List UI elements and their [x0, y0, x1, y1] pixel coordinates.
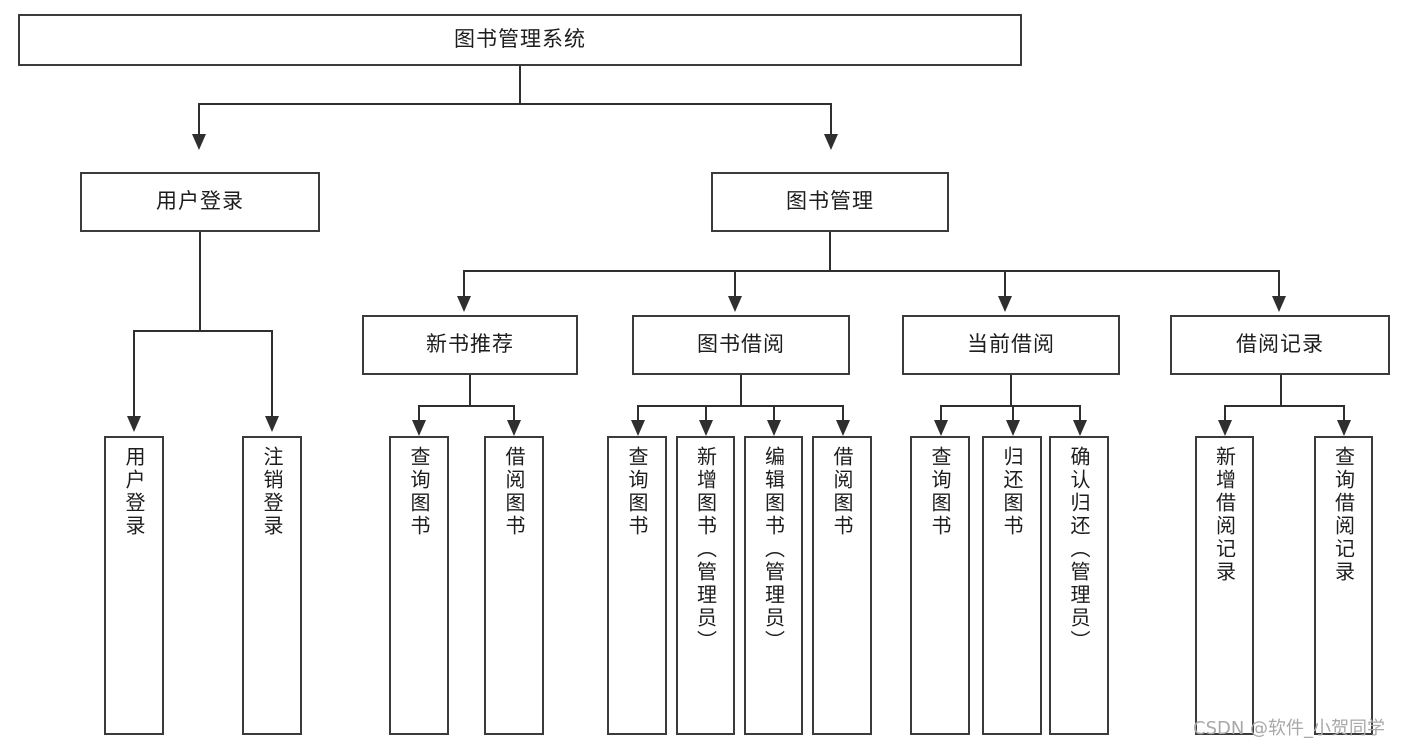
connector-new-book-bar [418, 405, 514, 407]
connector-user-login-bar [133, 330, 273, 332]
node-book-management[interactable]: 图书管理 [711, 172, 949, 232]
connector-level1-bar [198, 103, 832, 105]
leaf-book-borrow-add[interactable]: 新增图书（管理员） [676, 436, 735, 735]
node-label: 图书管理系统 [454, 27, 586, 52]
leaf-new-book-query[interactable]: 查询图书 [389, 436, 449, 735]
leaf-user-login[interactable]: 用户登录 [104, 436, 164, 735]
connector-to-current-borrow [1004, 270, 1006, 298]
leaf-book-borrow-query[interactable]: 查询图书 [607, 436, 667, 735]
leaf-borrow-record-query[interactable]: 查询借阅记录 [1314, 436, 1373, 735]
connector-current-borrow-bar [940, 405, 1080, 407]
watermark-text: CSDN @软件_小贺同学 [1193, 718, 1386, 739]
node-user-login[interactable]: 用户登录 [80, 172, 320, 232]
arrow-leaf-bb-add [699, 420, 713, 436]
leaf-current-borrow-confirm[interactable]: 确认归还（管理员） [1049, 436, 1109, 735]
leaf-borrow-record-add[interactable]: 新增借阅记录 [1195, 436, 1254, 735]
arrow-to-book-management [824, 134, 838, 150]
connector-user-login-branch-1 [133, 330, 135, 418]
arrow-to-borrow-record [1272, 296, 1286, 312]
node-label: 编辑图书（管理员） [761, 446, 786, 653]
node-label: 注销登录 [260, 446, 284, 538]
connector-to-user-login [198, 103, 200, 136]
connector-book-borrow-branch-4 [842, 405, 844, 422]
leaf-current-borrow-query[interactable]: 查询图书 [910, 436, 970, 735]
node-label: 查询图书 [407, 446, 431, 538]
connector-new-book-trunk [469, 375, 471, 406]
connector-user-login-trunk [199, 232, 201, 331]
connector-current-borrow-branch-3 [1079, 405, 1081, 422]
node-label: 借阅图书 [502, 446, 526, 538]
connector-to-borrow-record [1278, 270, 1280, 298]
connector-book-borrow-bar [637, 405, 844, 407]
node-current-borrow[interactable]: 当前借阅 [902, 315, 1120, 375]
arrow-leaf-new-book-borrow [507, 420, 521, 436]
node-label: 当前借阅 [967, 332, 1055, 357]
connector-book-management-trunk [829, 232, 831, 271]
arrow-leaf-br-query [1337, 420, 1351, 436]
arrow-to-current-borrow [998, 296, 1012, 312]
connector-root-trunk [519, 66, 521, 104]
arrow-leaf-cb-confirm [1073, 420, 1087, 436]
connector-current-borrow-branch-2 [1012, 405, 1014, 422]
connector-book-borrow-branch-1 [637, 405, 639, 422]
arrow-to-book-borrow [728, 296, 742, 312]
arrow-leaf-cb-query [934, 420, 948, 436]
connector-new-book-branch-1 [418, 405, 420, 422]
leaf-logout[interactable]: 注销登录 [242, 436, 302, 735]
arrow-leaf-bb-borrow [836, 420, 850, 436]
leaf-book-borrow-borrow[interactable]: 借阅图书 [812, 436, 872, 735]
connector-book-borrow-branch-3 [773, 405, 775, 422]
connector-book-borrow-branch-2 [705, 405, 707, 422]
node-borrow-record[interactable]: 借阅记录 [1170, 315, 1390, 375]
arrow-to-user-login [192, 134, 206, 150]
connector-current-borrow-branch-1 [940, 405, 942, 422]
arrow-leaf-new-book-query [412, 420, 426, 436]
connector-to-new-book [463, 270, 465, 298]
node-label: 图书借阅 [697, 332, 785, 357]
connector-user-login-branch-2 [271, 330, 273, 418]
connector-borrow-record-bar [1224, 405, 1344, 407]
node-label: 图书管理 [786, 189, 874, 214]
node-new-book-recommend[interactable]: 新书推荐 [362, 315, 578, 375]
connector-new-book-branch-2 [513, 405, 515, 422]
connector-book-borrow-trunk [740, 375, 742, 406]
connector-level3-bar [463, 270, 1279, 272]
arrow-leaf-bb-query [631, 420, 645, 436]
connector-to-book-management [830, 103, 832, 136]
arrow-leaf-user-login [127, 416, 141, 432]
node-label: 新增图书（管理员） [693, 446, 718, 653]
node-label: 新增借阅记录 [1212, 446, 1237, 584]
connector-to-book-borrow [734, 270, 736, 298]
node-label: 确认归还（管理员） [1067, 446, 1091, 653]
node-label: 查询借阅记录 [1331, 446, 1356, 584]
node-label: 用户登录 [156, 189, 244, 214]
connector-borrow-record-branch-1 [1224, 405, 1226, 422]
node-book-borrow[interactable]: 图书借阅 [632, 315, 850, 375]
arrow-leaf-br-add [1218, 420, 1232, 436]
arrow-leaf-cb-return [1006, 420, 1020, 436]
connector-borrow-record-trunk [1280, 375, 1282, 406]
node-root-book-management-system[interactable]: 图书管理系统 [18, 14, 1022, 66]
leaf-book-borrow-edit[interactable]: 编辑图书（管理员） [744, 436, 803, 735]
node-label: 查询图书 [928, 446, 952, 538]
node-label: 借阅图书 [830, 446, 854, 538]
leaf-current-borrow-return[interactable]: 归还图书 [982, 436, 1042, 735]
node-label: 归还图书 [1000, 446, 1024, 538]
arrow-leaf-logout [265, 416, 279, 432]
node-label: 新书推荐 [426, 332, 514, 357]
node-label: 借阅记录 [1236, 332, 1324, 357]
leaf-new-book-borrow[interactable]: 借阅图书 [484, 436, 544, 735]
arrow-to-new-book [457, 296, 471, 312]
node-label: 用户登录 [122, 446, 146, 538]
connector-borrow-record-branch-2 [1343, 405, 1345, 422]
connector-current-borrow-trunk [1010, 375, 1012, 406]
node-label: 查询图书 [625, 446, 649, 538]
arrow-leaf-bb-edit [767, 420, 781, 436]
